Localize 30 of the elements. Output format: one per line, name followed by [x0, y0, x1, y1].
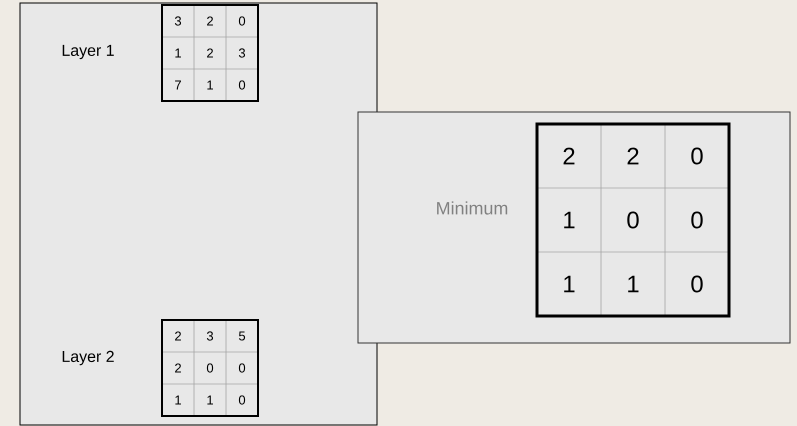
row-label: Layer 1: [62, 44, 114, 60]
table-cell: 2: [600, 124, 666, 188]
row-label: Layer 2: [62, 350, 114, 366]
table-cell: 1: [194, 68, 226, 102]
table-cell: 1: [194, 384, 226, 416]
table-cell: 3: [162, 4, 194, 38]
table-cell: 3: [226, 36, 258, 70]
table-cell: 0: [600, 188, 666, 252]
table-cell: 1: [162, 36, 194, 70]
table-cell: 3: [194, 320, 226, 352]
table-cell: 1: [162, 384, 194, 416]
table-cell: 0: [664, 124, 730, 188]
table-cell: 2: [162, 320, 194, 352]
table-cell: 2: [162, 352, 194, 384]
table-cell: 2: [536, 124, 602, 188]
table-cell: 2: [194, 4, 226, 38]
table-cell: 1: [536, 252, 602, 316]
table-cell: 0: [664, 188, 730, 252]
table-cell: 1: [536, 188, 602, 252]
table-cell: 1: [600, 252, 666, 316]
table-cell: 5: [226, 320, 258, 352]
table-cell: 2: [194, 36, 226, 70]
table-cell: 0: [226, 352, 258, 384]
table-cell: 0: [226, 384, 258, 416]
table-cell: 7: [162, 68, 194, 102]
table-cell: 0: [194, 352, 226, 384]
row-label: Minimum: [437, 201, 508, 215]
table-cell: 0: [226, 68, 258, 102]
table-cell: 0: [226, 4, 258, 38]
table-cell: 0: [664, 252, 730, 316]
